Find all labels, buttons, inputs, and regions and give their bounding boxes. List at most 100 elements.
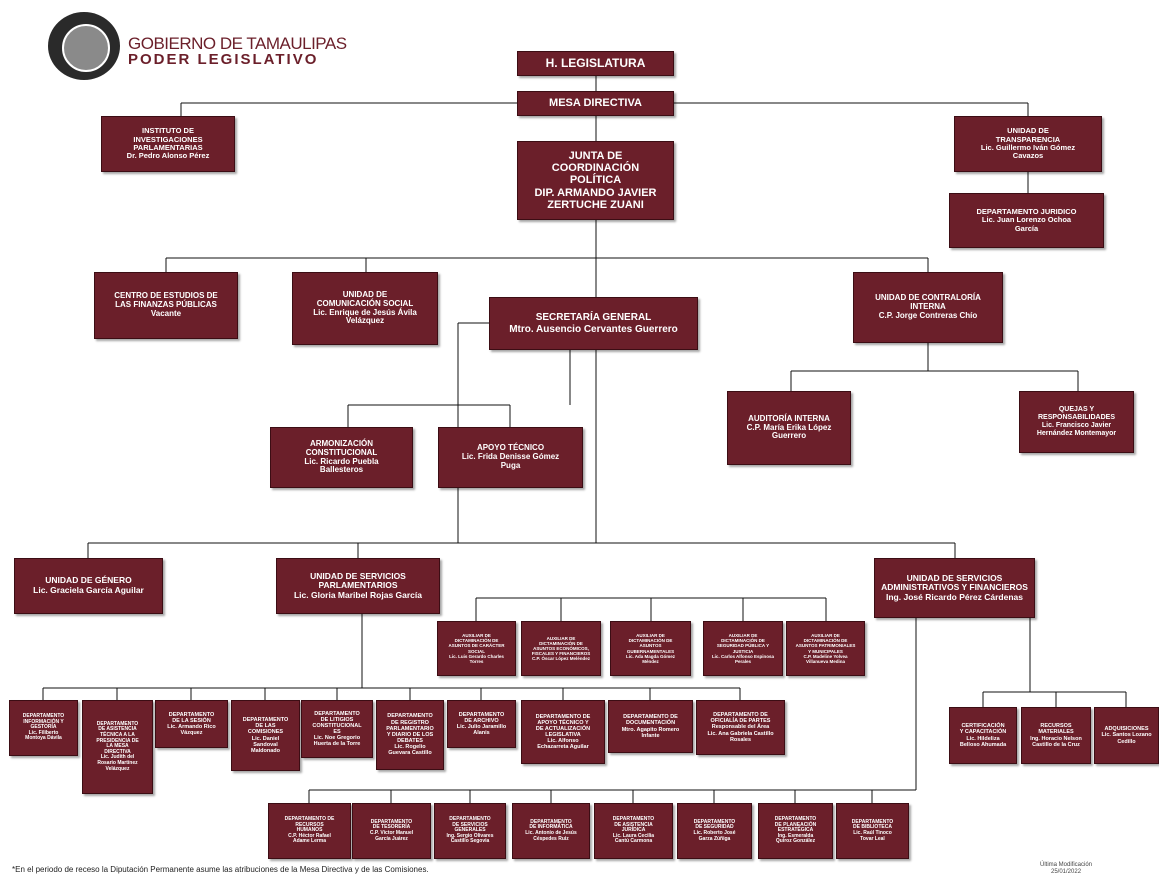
org-box-line: PRESIDENCIA DE	[96, 737, 139, 744]
org-box-line: POLÍTICA	[569, 174, 622, 187]
org-box-line: DE ACTUALIZACIÓN	[535, 725, 591, 732]
org-box-line: Lic. Santos Lozano	[1101, 732, 1152, 739]
org-box-line: GENERALES	[454, 827, 486, 834]
org-box-line: DEPARTAMENTO DE	[284, 816, 335, 823]
org-box-line: DIRECTIVA	[104, 748, 131, 755]
org-box-line: AUDITORÍA INTERNA	[748, 413, 830, 423]
org-box-line: TRANSPARENCIA	[995, 134, 1061, 144]
org-box-line: SOCIAL	[467, 648, 485, 654]
org-box-line: C.P. Madeline Yolvea	[803, 653, 848, 659]
org-box-line: APOYO TÉCNICO Y	[537, 719, 589, 726]
org-box-line: Lic. Gloria Maribel Rojas García	[293, 589, 423, 600]
org-box-line: Quiroz González	[775, 838, 816, 845]
org-box-line: UNIDAD DE CONTRALORÍA	[875, 293, 981, 303]
org-box-line: Lic. Rogelio	[394, 744, 426, 751]
org-box-line: Rosales	[729, 736, 752, 743]
org-box-line: ESTRATÉGICA	[777, 827, 814, 834]
org-box-line: UNIDAD DE	[1007, 126, 1049, 136]
last-modified-label: Última Modificación	[1040, 862, 1093, 868]
org-box-line: DIP. ARMANDO JAVIER	[534, 186, 657, 199]
org-box-line: Castillo de la Cruz	[1032, 741, 1080, 748]
org-box-line: DEPARTAMENTO DE	[535, 713, 591, 720]
org-box-line: DEPARTAMENTO	[612, 816, 655, 823]
org-box-line: GESTORÍA	[30, 724, 57, 731]
org-box-line: Vacante	[150, 308, 182, 318]
org-box-line: FISCALES Y FINANCIEROS	[531, 651, 591, 657]
org-box-line: DEPARTAMENTO	[458, 711, 505, 718]
org-box-line: Y DIARIO DE LOS	[386, 731, 434, 738]
org-box-line: C.P. María Erika López	[746, 422, 832, 432]
org-box-line: García	[1014, 223, 1039, 233]
org-box-line: Tovar Leal	[860, 835, 885, 842]
org-box-line: LA MESA	[106, 743, 129, 750]
org-box-line: DEPARTAMENTO	[774, 816, 817, 823]
org-box-line: Lic. Ricardo Puebla	[304, 456, 379, 466]
org-box-line: ES	[333, 729, 341, 735]
org-box-line: RESPONSABILIDADES	[1037, 414, 1115, 422]
seal-emblem	[62, 24, 110, 72]
org-box-hleg: H. LEGISLATURA	[517, 51, 674, 76]
org-box-line: Y MUNICIPALES	[808, 648, 843, 654]
org-box-line: Responsable del Área	[711, 724, 770, 731]
org-box-line: Lic. Carlos Alfonso Espinosa	[711, 653, 775, 659]
org-box-line: AUXILIAR DE	[636, 633, 665, 639]
org-box-line: Lic. Raúl Tinoco	[853, 830, 892, 836]
org-box-line: DE PLANEACIÓN	[774, 821, 817, 828]
org-box-line: QUEJAS Y	[1058, 406, 1095, 414]
org-box-line: DEBATES	[397, 738, 423, 745]
org-box-line: LEGISLATIVA	[545, 732, 581, 738]
org-box-line: DE SEGURIDAD	[695, 824, 734, 831]
org-box-line: DEPARTAMENTO	[693, 818, 736, 825]
org-box-line: Lic. Luis Gerardo Charles	[449, 653, 504, 659]
org-box-line: HUMANOS	[296, 827, 323, 834]
org-box-line: DEPARTAMENTO DE	[713, 712, 768, 719]
org-box-line: Sandoval	[253, 741, 278, 748]
org-box-line: PARLAMENTARIAS	[133, 143, 203, 152]
org-box-line: MESA DIRECTIVA	[549, 97, 642, 110]
org-box-line: Maldonado	[250, 747, 281, 754]
org-box-line: DICTAMINACIÓN DE	[539, 640, 583, 646]
org-box-line: Lic. Ana Gabriela Castillo	[707, 730, 774, 737]
org-box-line: DE LITIGIOS	[320, 716, 354, 723]
org-box-line: DE BIBLIOTECA	[853, 824, 892, 831]
org-box-line: Lic. Armando Rico	[167, 724, 216, 730]
org-box-line: DEPARTAMENTO	[851, 818, 894, 825]
org-box-line: DICTAMINACIÓN DE	[454, 638, 499, 644]
org-box-line: Velázquez	[345, 316, 385, 326]
org-box-line: INTERNA	[910, 302, 946, 312]
header-government-title: GOBIERNO DE TAMAULIPAS	[128, 34, 347, 53]
org-box-line: Lic. Antonio de Jesús	[525, 830, 577, 836]
org-box-line: CONSTITUCIONAL	[312, 722, 362, 729]
org-box-line: Infante	[641, 732, 660, 739]
org-box-line: Villanueva Medina	[806, 658, 845, 664]
org-box-line: INSTITUTO DE	[142, 126, 194, 136]
org-box-line: Castillo Segovia	[450, 838, 490, 845]
org-box-line: COMUNICACIÓN SOCIAL	[316, 298, 414, 308]
org-box-line: Lic. Noe Gregorio	[313, 735, 361, 742]
org-box-line: Mtro. Ausencio Cervantes Guerrero	[509, 323, 678, 335]
org-box-line: Cantú Carmona	[614, 838, 653, 845]
org-box-line: ADQUISICIONES	[1104, 726, 1149, 733]
org-box-line: AUXILIAR DE	[728, 633, 758, 639]
org-box-line: Lic. Ada Magda Gómez	[625, 653, 676, 659]
org-box-line: C.P. Víctor Manuel	[369, 830, 414, 836]
last-modified-date: 25/01/2022	[1051, 868, 1082, 875]
org-box-line: DOCUMENTACIÓN	[625, 720, 676, 727]
